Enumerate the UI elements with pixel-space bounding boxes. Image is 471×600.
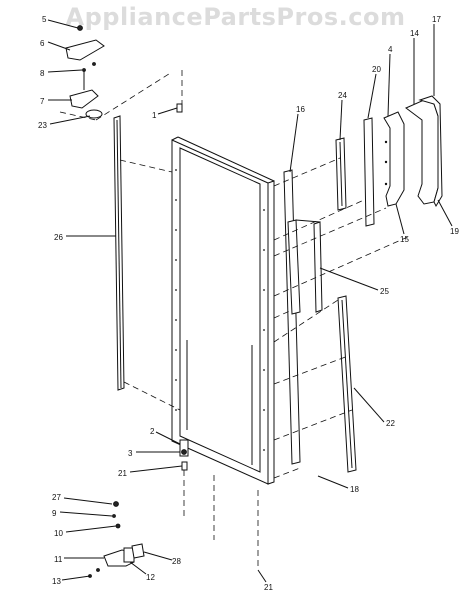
- alignment-lines: [59, 70, 411, 570]
- callout-27: 27: [52, 493, 61, 502]
- callout-12: 12: [146, 573, 155, 582]
- callout-6: 6: [40, 39, 45, 48]
- callout-21-lower: 21: [264, 583, 273, 592]
- callout-22: 22: [386, 419, 395, 428]
- callout-16: 16: [296, 105, 305, 114]
- callout-13: 13: [52, 577, 61, 586]
- lower-door-hinge: [179, 439, 189, 471]
- callout-7: 7: [40, 97, 45, 106]
- callout-2: 2: [150, 427, 155, 436]
- callout-3: 3: [128, 449, 133, 458]
- callout-26: 26: [54, 233, 63, 242]
- door-panel: [171, 136, 275, 485]
- trim-piece: [363, 117, 375, 227]
- callout-8: 8: [40, 69, 45, 78]
- door-handle: [405, 95, 443, 208]
- watermark-logo: AppliancePartsPros.com: [65, 3, 406, 31]
- callout-23: 23: [38, 121, 47, 130]
- top-hinge-assembly: [65, 25, 105, 119]
- callout-28: 28: [172, 557, 181, 566]
- callout-18: 18: [350, 485, 359, 494]
- callout-labels: 5 6 8 7 23 1 26 16 24 20 4 14 17 15 19 2…: [38, 15, 459, 592]
- callout-4: 4: [388, 45, 393, 54]
- callout-11: 11: [54, 555, 63, 564]
- hinge-pin: [176, 103, 183, 113]
- panel-rivets: [175, 169, 265, 451]
- breaker-strip: [335, 137, 347, 211]
- callout-25: 25: [380, 287, 389, 296]
- callout-1: 1: [152, 111, 157, 120]
- callout-9: 9: [52, 509, 57, 518]
- callout-19: 19: [450, 227, 459, 236]
- liner-panel: [283, 169, 301, 465]
- center-bracket: [287, 219, 323, 315]
- callout-14: 14: [410, 29, 419, 38]
- callout-15: 15: [400, 235, 409, 244]
- gasket-strip: [113, 115, 125, 391]
- callout-10: 10: [54, 529, 63, 538]
- callout-20: 20: [372, 65, 381, 74]
- leader-lines: [47, 19, 453, 583]
- bottom-hinge-assembly: [88, 501, 145, 578]
- callout-5: 5: [42, 15, 47, 24]
- bracket-assembly: [383, 111, 405, 207]
- callout-21-upper: 21: [118, 469, 127, 478]
- callout-24: 24: [338, 91, 347, 100]
- bottom-trim: [337, 295, 357, 473]
- callout-17: 17: [432, 15, 441, 24]
